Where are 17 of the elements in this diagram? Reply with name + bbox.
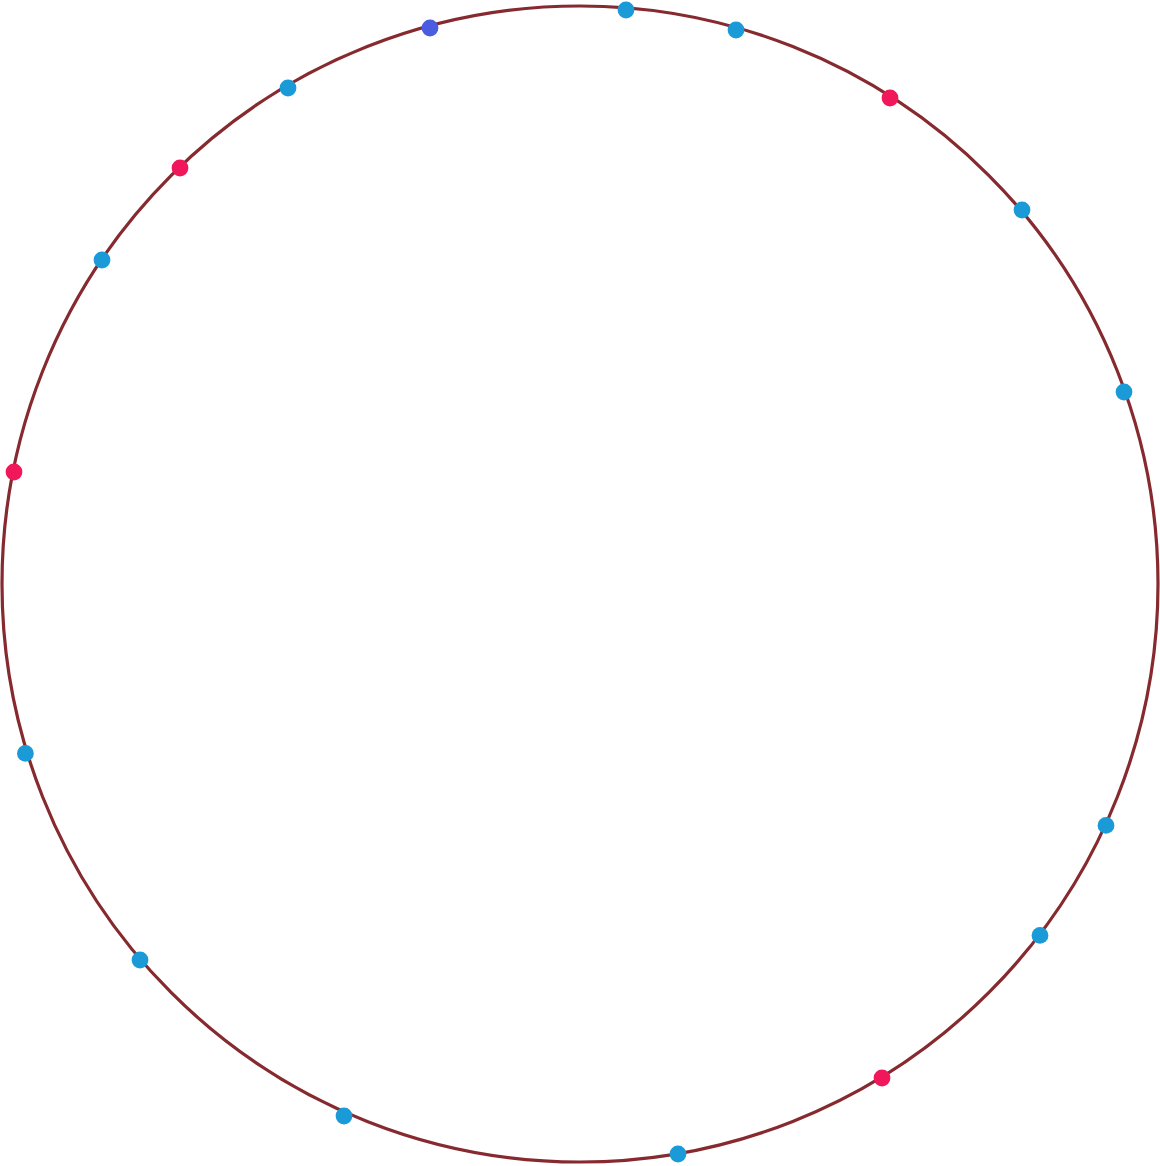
dot-marker bbox=[421, 19, 439, 37]
dot-marker bbox=[617, 1, 635, 19]
dot-marker bbox=[131, 951, 149, 969]
dot-marker bbox=[1097, 817, 1115, 834]
dot-marker bbox=[93, 251, 111, 269]
dot-marker bbox=[5, 463, 23, 481]
dot-marker bbox=[1031, 927, 1049, 944]
dot-marker bbox=[727, 21, 745, 39]
dot-marker bbox=[1013, 201, 1031, 219]
dot-marker bbox=[335, 1107, 353, 1125]
dot-marker bbox=[171, 159, 189, 177]
dot-marker bbox=[669, 1145, 687, 1163]
dot-marker bbox=[881, 89, 899, 107]
dot-marker bbox=[279, 79, 297, 97]
dot-marker bbox=[873, 1069, 891, 1087]
dot-marker bbox=[1115, 383, 1133, 401]
dot-marker bbox=[17, 745, 34, 762]
